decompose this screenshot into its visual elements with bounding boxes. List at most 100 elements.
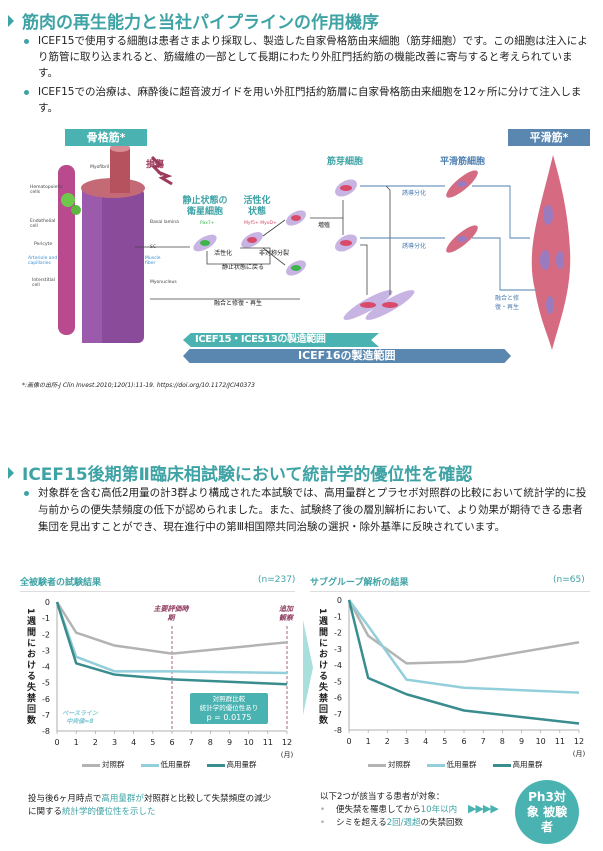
induction-label: 誘導分化 (402, 190, 427, 197)
extra-observation-label: 追加観察 (279, 605, 293, 622)
y-tick-label: -5 (334, 677, 342, 686)
myoblast-label: 筋芽細胞 (327, 157, 364, 167)
anat-endothelial: Endothelial cell (30, 219, 56, 229)
bullet-text: ICEF15での治療は、麻酔後に超音波ガイドを用い外肛門括約筋層に自家骨格筋由来… (38, 86, 582, 114)
doi-link[interactable]: https://doi.org/10.1172/JCI40373 (156, 382, 255, 389)
x-tick-label: 2 (385, 737, 390, 746)
x-tick-label: 3 (404, 737, 409, 746)
x-unit-label: (月) (281, 751, 294, 759)
criteria-item: •シミを超える2回/週超の失禁回数 (320, 818, 464, 828)
x-tick-label: 0 (54, 738, 59, 747)
mechanism-diagram: 骨格筋* 平滑筋* 損傷 静止状態の衛星細胞 活性化状態 Pax7+ Myf5+… (0, 120, 603, 370)
x-tick-label: 4 (131, 738, 136, 747)
chart2-legend: 対照群 低用量群 高用量群 (368, 759, 543, 770)
return-quiescent-label: 静止状態に戻る (222, 264, 265, 271)
anat-muscle-fiber: Muscle fiber (145, 256, 161, 266)
legend-control: 対照群 (368, 759, 411, 770)
series-line-高用量群 (55, 601, 288, 686)
bullet-2: ICEF15での治療は、麻酔後に超音波ガイドを用い外肛門括約筋層に自家骨格筋由来… (24, 84, 590, 116)
bullet-text: ICEF15で使用する細胞は患者さまより採取し、製造した自家骨格筋由来細胞（筋芽… (38, 35, 588, 79)
legend-low: 低用量群 (426, 759, 477, 770)
section-title-trial: ICEF15後期第Ⅱ臨床相試験において統計学的優位性を確認 (8, 460, 472, 485)
anat-basal-lamina: Basal lamina (150, 220, 179, 225)
y-tick-label: -6 (334, 694, 342, 703)
legend-low: 低用量群 (140, 759, 191, 770)
induction-arrows (360, 185, 535, 291)
y-tick-label: -1 (42, 614, 50, 623)
myf5-label: Myf5+ MyoD+ (244, 221, 277, 226)
x-tick-label: 10 (244, 738, 254, 747)
anat-interstitial: Interstitial cell (32, 278, 55, 288)
legend-high: 高用量群 (206, 759, 257, 770)
legend-control: 対照群 (82, 759, 125, 770)
bullet-icon (24, 491, 29, 496)
x-tick-label: 7 (481, 737, 486, 746)
chart2-n: (n=65) (553, 575, 585, 585)
quiescent-label: 静止状態の衛星細胞 (182, 196, 228, 217)
x-tick-label: 5 (150, 738, 155, 747)
x-tick-label: 3 (112, 738, 117, 747)
y-tick-label: -6 (42, 695, 50, 704)
right-note: 以下2つが該当する患者が対象： •便失禁を罹患してから10年以内 •シミを超える… (320, 791, 463, 830)
x-tick-label: 8 (208, 738, 213, 747)
x-tick-label: 12 (282, 738, 292, 747)
pax7-label: Pax7+ (200, 221, 215, 226)
muscle-fiber-illustration (58, 144, 145, 343)
diagram-illustration (58, 144, 571, 350)
left-note: 投与後6ヶ月時点で高用量群が対照群と比較して失禁頻度の減少に関する統計学的優位性… (28, 794, 272, 817)
x-tick-label: 10 (536, 737, 546, 746)
ph3-target-circle: Ph3対象 被験者 (515, 780, 579, 844)
section-title-mechanism: 筋肉の再生能力と当社パイプラインの作用機序 (8, 8, 379, 33)
activated-label: 活性化状態 (243, 196, 271, 217)
series-line-対照群 (55, 601, 288, 655)
y-tick-label: -3 (334, 645, 342, 654)
fusion-smooth-label: 融合と修復・再生 (494, 295, 519, 311)
injury-label: 損傷 (146, 160, 165, 170)
chart1-n: (n=237) (258, 575, 296, 585)
x-tick-label: 1 (366, 737, 371, 746)
chevron-arrow-icon (303, 620, 313, 715)
y-tick-label: -5 (42, 679, 50, 688)
y-tick-label: 0 (45, 598, 50, 607)
footnote: *:画像の出所-J Clin Invest.2010;120(1):11-19.… (22, 380, 255, 389)
divider (20, 591, 295, 592)
series-line-低用量群 (347, 599, 580, 694)
x-tick-label: 6 (169, 738, 174, 747)
criteria-item: •便失禁を罹患してから10年以内 (320, 805, 458, 815)
fusion-label: 融合と修復・再生 (214, 300, 263, 307)
x-tick-label: 9 (227, 738, 232, 747)
y-tick-label: -4 (334, 661, 342, 670)
chart1-legend: 対照群 低用量群 高用量群 (82, 759, 257, 770)
induction-label: 誘導分化 (402, 243, 427, 250)
x-tick-label: 1 (74, 738, 79, 747)
y-tick-label: -4 (42, 663, 50, 672)
anat-hematopoietic: Hematopoietic cells (30, 185, 63, 195)
x-tick-label: 0 (346, 737, 351, 746)
skeletal-muscle-tag: 骨格筋* (65, 129, 147, 146)
y-tick-label: -8 (42, 727, 50, 736)
bullet-icon (24, 90, 29, 95)
y-tick-label: -3 (42, 646, 50, 655)
y-tick-label: -2 (334, 629, 342, 638)
bullet-text: 対象群を含む高低2用量の計3群より構成された本試験では、高用量群とプラセボ対照群… (38, 487, 587, 533)
bullet-icon (24, 39, 29, 44)
series-line-低用量群 (55, 601, 288, 675)
box-line: 統計学的優位性あり (199, 704, 259, 712)
anat-pericyte: Pericyte (34, 242, 53, 247)
trial-bullet: 対象群を含む高低2用量の計3群より構成された本試験では、高用量群とプラセボ対照群… (24, 485, 590, 536)
x-tick-label: 11 (263, 738, 273, 747)
y-tick-label: -7 (334, 710, 342, 719)
smooth-muscle-tag: 平滑筋* (508, 129, 590, 146)
triangle-icon (8, 14, 14, 27)
criteria-heading: 以下2つが該当する患者が対象： (320, 792, 445, 802)
x-tick-label: 5 (442, 737, 447, 746)
title-text: 筋肉の再生能力と当社パイプラインの作用機序 (22, 13, 379, 33)
divider (310, 591, 590, 592)
series-line-高用量群 (347, 599, 580, 725)
p-value: p = 0.0175 (206, 713, 252, 722)
bullet-1: ICEF15で使用する細胞は患者さまより採取し、製造した自家骨格筋由来細胞（筋芽… (24, 33, 590, 81)
anat-sc: SC (150, 245, 156, 250)
chart2-ylabel: 1週間における失禁回数 (317, 608, 327, 727)
title-text: ICEF15後期第Ⅱ臨床相試験において統計学的優位性を確認 (22, 465, 473, 485)
